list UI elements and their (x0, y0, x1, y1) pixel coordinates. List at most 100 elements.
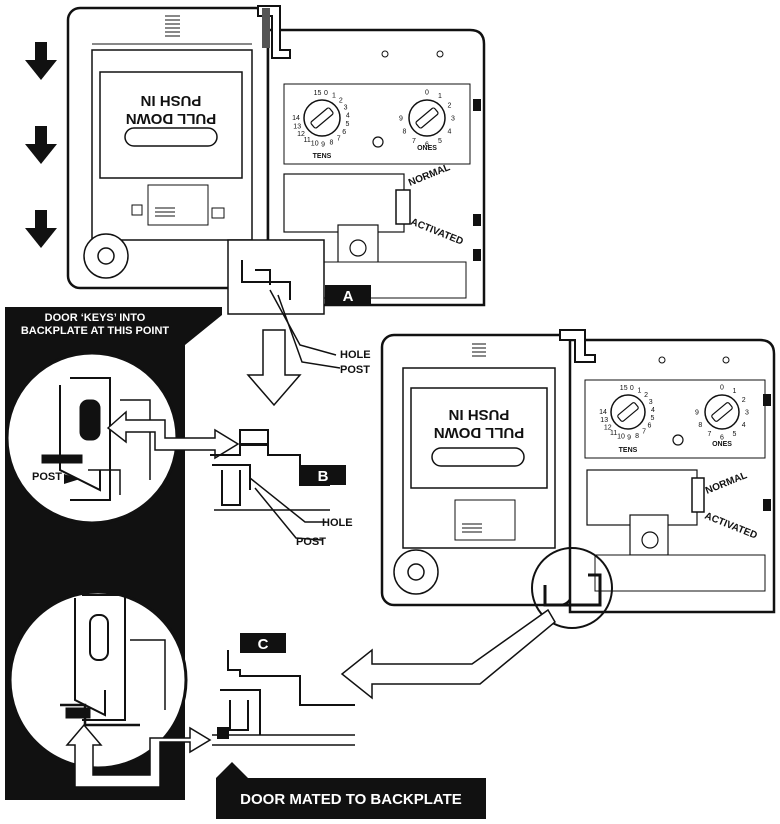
dial-number: 10 (311, 141, 319, 148)
dial-number: 4 (346, 113, 350, 120)
mated-banner-text: DOOR MATED TO BACKPLATE (240, 791, 462, 808)
post-b-label: POST (296, 536, 326, 548)
dial-number: 2 (644, 392, 648, 399)
panel-text-line2: PULL DOWN (434, 424, 525, 441)
callout-b: B (300, 465, 346, 485)
ones-dial-numbers: 0 12 3 45 6 78 9 (695, 385, 749, 442)
dial-number: 5 (733, 431, 737, 438)
detail-b (210, 429, 330, 541)
mated-banner: DOOR MATED TO BACKPLATE (216, 762, 486, 819)
dial-number: 13 (293, 123, 301, 130)
dial-number: 14 (599, 409, 607, 416)
callout-c: C (240, 633, 286, 653)
post-detail-label: POST (32, 471, 62, 483)
post-a-label: POST (340, 364, 370, 376)
callout-a-label: A (343, 288, 354, 305)
dial-number: 2 (448, 103, 452, 110)
outline-left-arrow-icon (340, 608, 556, 700)
dial-number: 0 (720, 385, 724, 392)
bottom-unit (380, 329, 776, 629)
dial-number: 9 (695, 410, 699, 417)
dial-number: 13 (600, 417, 608, 424)
post-pointer-icon (64, 474, 80, 484)
dial-number: 7 (708, 431, 712, 438)
ones-dial (704, 394, 740, 430)
knob-icon (83, 233, 129, 279)
dial-number: 15 (314, 90, 322, 97)
dial-number: 3 (649, 399, 653, 406)
callout-b-label: B (318, 468, 329, 485)
callout-a: A (325, 285, 371, 305)
dial-number: 11 (610, 430, 617, 437)
dial-number: 14 (292, 115, 300, 122)
dial-number: 7 (412, 138, 416, 145)
dial-number: 8 (329, 140, 333, 147)
dial-number: 5 (345, 121, 349, 128)
double-arrow-icon (106, 410, 240, 460)
top-unit (66, 5, 486, 315)
panel-text-line2: PULL DOWN (126, 110, 217, 127)
dial-number: 9 (321, 142, 325, 149)
dial-number: 12 (604, 424, 612, 431)
dial-number: 10 (617, 434, 625, 441)
dial-number: 1 (733, 388, 737, 395)
dial-number: 7 (642, 429, 646, 436)
spring-icon (165, 15, 180, 37)
keys-note: DOOR ‘KEYS’ INTO BACKPLATE AT THIS POINT (21, 312, 170, 337)
dial-number: 1 (438, 93, 442, 100)
keys-note-line2: BACKPLATE AT THIS POINT (21, 325, 170, 337)
ones-dial-numbers: 0 12 3 45 6 789 (399, 90, 455, 149)
dial-number: 0 (425, 90, 429, 97)
tens-dial (610, 394, 646, 430)
outline-down-arrow-icon (246, 329, 302, 407)
dial-number: 6 (720, 435, 724, 442)
dial-number: 12 (297, 131, 305, 138)
spring-icon (155, 207, 175, 217)
dial-number: 1 (332, 92, 336, 99)
callout-c-label: C (258, 636, 269, 653)
dial-number: 1 (638, 387, 642, 394)
dial-number: 7 (337, 135, 341, 142)
dial-number: 6 (647, 423, 651, 430)
keys-note-line1: DOOR ‘KEYS’ INTO (45, 312, 146, 324)
knob-icon (393, 549, 439, 595)
dial-number: 4 (448, 129, 452, 136)
dial-number: 6 (342, 129, 346, 136)
dial-number: 2 (742, 397, 746, 404)
dial-number: 4 (651, 407, 655, 414)
dial-number: 2 (339, 98, 343, 105)
down-arrow-icon (25, 42, 57, 80)
down-arrows (25, 42, 57, 248)
dial-number: 9 (399, 116, 403, 123)
dial-number: 3 (745, 410, 749, 417)
dial-number: 8 (403, 129, 407, 136)
dial-number: 4 (742, 422, 746, 429)
down-arrow-icon (25, 126, 57, 164)
tens-dial (303, 99, 341, 137)
detail-c (212, 650, 355, 746)
dial-number: 11 (303, 137, 310, 144)
dial-number: 15 (620, 385, 628, 392)
spring-icon (462, 523, 482, 533)
detail-circle-keys (5, 351, 179, 525)
dial-number: 3 (344, 105, 348, 112)
dial-number: 3 (451, 116, 455, 123)
dial-number: 5 (650, 415, 654, 422)
dial-number: 0 (630, 385, 634, 392)
hole-b-label: HOLE (322, 517, 353, 529)
ones-dial (408, 99, 446, 137)
dial-number: 5 (438, 138, 442, 145)
dial-number: 8 (635, 433, 639, 440)
dial-number: 0 (324, 90, 328, 97)
detail-circle-mated (8, 590, 188, 770)
panel-text-line1: PUSH IN (141, 92, 202, 109)
spring-icon (472, 343, 486, 357)
ones-label: ONES (417, 145, 437, 152)
dial-number: 8 (698, 422, 702, 429)
ones-label: ONES (712, 441, 732, 448)
down-arrow-icon (25, 210, 57, 248)
dial-number: 6 (425, 142, 429, 149)
